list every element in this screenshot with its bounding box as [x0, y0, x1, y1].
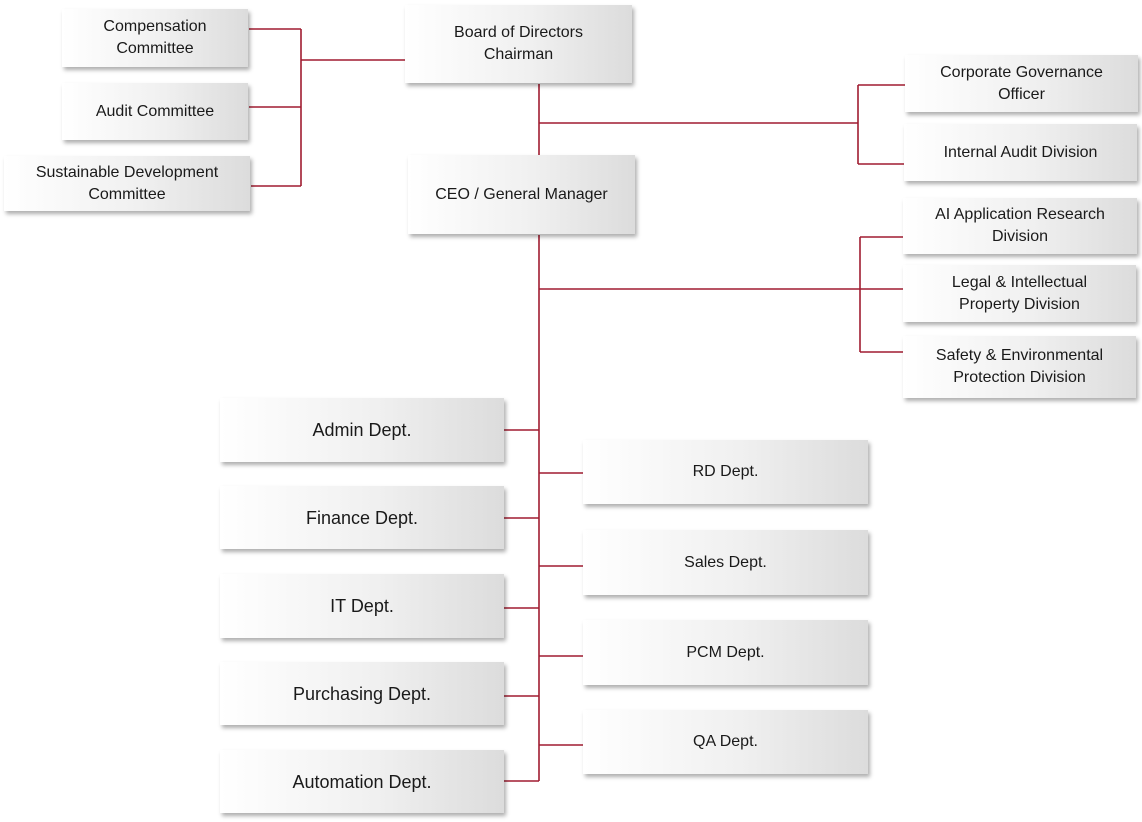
- qa-dept-node: QA Dept.: [583, 710, 868, 774]
- admin-dept-node: Admin Dept.: [220, 398, 504, 462]
- purchasing-dept-node: Purchasing Dept.: [220, 662, 504, 725]
- ai-application-research-division-node: AI Application Research Division: [903, 198, 1137, 254]
- finance-dept-node: Finance Dept.: [220, 486, 504, 549]
- it-dept-node: IT Dept.: [220, 574, 504, 638]
- pcm-dept-node: PCM Dept.: [583, 620, 868, 685]
- audit-committee-node: Audit Committee: [62, 83, 248, 140]
- board-of-directors-node: Board of Directors Chairman: [405, 5, 632, 83]
- ceo-node: CEO / General Manager: [408, 155, 635, 234]
- sales-dept-node: Sales Dept.: [583, 530, 868, 595]
- sustainable-development-committee-node: Sustainable Development Committee: [4, 156, 250, 211]
- corporate-governance-officer-node: Corporate Governance Officer: [905, 55, 1138, 112]
- rd-dept-node: RD Dept.: [583, 440, 868, 504]
- legal-intellectual-property-division-node: Legal & Intellectual Property Division: [903, 265, 1136, 322]
- safety-environmental-protection-division-node: Safety & Environmental Protection Divisi…: [903, 336, 1136, 398]
- compensation-committee-node: Compensation Committee: [62, 9, 248, 67]
- internal-audit-division-node: Internal Audit Division: [904, 124, 1137, 181]
- automation-dept-node: Automation Dept.: [220, 750, 504, 813]
